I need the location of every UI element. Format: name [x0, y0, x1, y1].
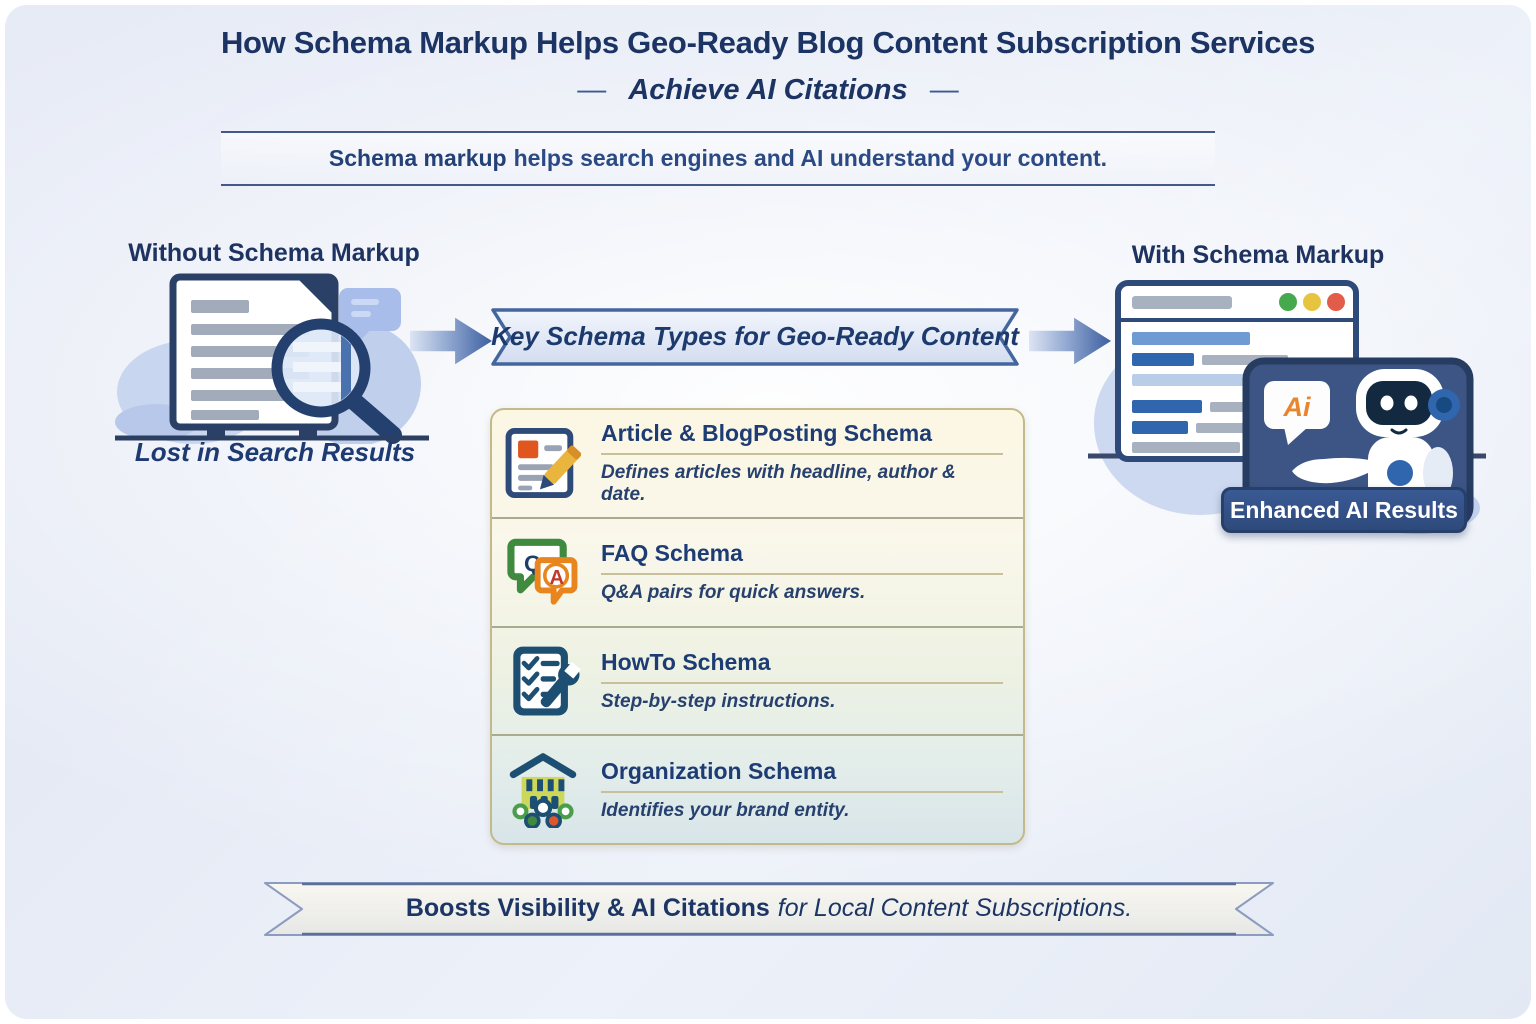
title-dash-right: — — [929, 74, 959, 106]
intro-banner-text: helps search engines and AI understand y… — [513, 145, 1108, 171]
svg-text:A: A — [550, 567, 565, 589]
schema-title: Article & BlogPosting Schema — [601, 420, 1003, 456]
qa-speech-bubbles-icon: Q A — [505, 534, 581, 610]
schema-text-article: Article & BlogPosting Schema Defines art… — [601, 420, 1003, 506]
lost-document-illustration — [115, 273, 429, 444]
schema-text-faq: FAQ Schema Q&A pairs for quick answers. — [601, 540, 1003, 604]
schema-title: HowTo Schema — [601, 649, 1003, 684]
schema-description: Identifies your brand entity. — [601, 799, 850, 821]
schema-row-article: Article & BlogPosting Schema Defines art… — [492, 410, 1023, 517]
key-schema-banner-label: Key Schema Types for Geo-Ready Content — [491, 320, 1019, 351]
schema-description: Step-by-step instructions. — [601, 690, 836, 712]
with-heading-rest: Schema Markup — [1185, 241, 1385, 269]
footer-ribbon-icon — [264, 882, 1274, 936]
checklist-wrench-icon — [505, 643, 581, 719]
without-heading-rest: Schema Markup — [221, 239, 420, 267]
footer-label: Boosts Visibility & AI Citations for Loc… — [262, 879, 1276, 939]
schema-description: Defines articles with headline, author &… — [601, 462, 956, 506]
speech-bubble-icon — [339, 288, 401, 344]
title-dash-left: — — [577, 74, 607, 106]
schema-text-organization: Organization Schema Identifies your bran… — [601, 758, 1003, 822]
ribbon-banner-icon — [491, 308, 1019, 366]
ai-robot-icon — [1292, 369, 1460, 509]
schema-description: Q&A pairs for quick answers. — [601, 582, 866, 604]
ai-speech-bubble-icon: Ai — [1264, 381, 1330, 445]
intro-banner-bold: Schema markup — [328, 145, 507, 171]
page-subtitle-line: — Achieve AI Citations — — [0, 74, 1536, 107]
footer-label-rest: for Local Content Subscriptions. — [777, 893, 1133, 922]
building-network-icon — [505, 752, 581, 829]
without-heading-bold: Without — [128, 239, 222, 267]
ai-results-illustration: Ai — [1088, 280, 1486, 534]
footer-ribbon: Boosts Visibility & AI Citations for Loc… — [262, 879, 1276, 939]
footer-label-bold: Boosts Visibility & AI Citations — [405, 893, 770, 922]
schema-row-howto: HowTo Schema Step-by-step instructions. — [492, 625, 1023, 735]
ai-bubble-label: Ai — [1283, 392, 1311, 422]
key-schema-banner: Key Schema Types for Geo-Ready Content — [486, 305, 1024, 369]
schema-title: FAQ Schema — [601, 540, 1003, 576]
page-title: How Schema Markup Helps Geo-Ready Blog C… — [220, 25, 1316, 60]
intro-banner: Schema markup helps search engines and A… — [221, 131, 1215, 186]
schema-row-faq: Q A FAQ Schema Q&A pairs for quick answe… — [492, 516, 1023, 626]
enhanced-ai-results-badge: Enhanced AI Results — [1221, 487, 1467, 533]
with-heading-bold: With — [1131, 241, 1186, 269]
with-schema-heading: With Schema Markup — [1093, 241, 1423, 270]
lost-caption: Lost in Search Results — [134, 437, 416, 467]
article-pencil-icon — [505, 425, 582, 501]
schema-text-howto: HowTo Schema Step-by-step instructions. — [601, 649, 1003, 713]
schema-row-organization: Organization Schema Identifies your bran… — [492, 734, 1023, 843]
page-title-line2: Achieve AI Citations — [628, 74, 908, 106]
schema-types-box: Article & BlogPosting Schema Defines art… — [490, 408, 1025, 845]
without-schema-heading: Without Schema Markup — [118, 239, 430, 268]
magnifier-icon — [271, 318, 402, 444]
schema-title: Organization Schema — [601, 758, 1003, 793]
